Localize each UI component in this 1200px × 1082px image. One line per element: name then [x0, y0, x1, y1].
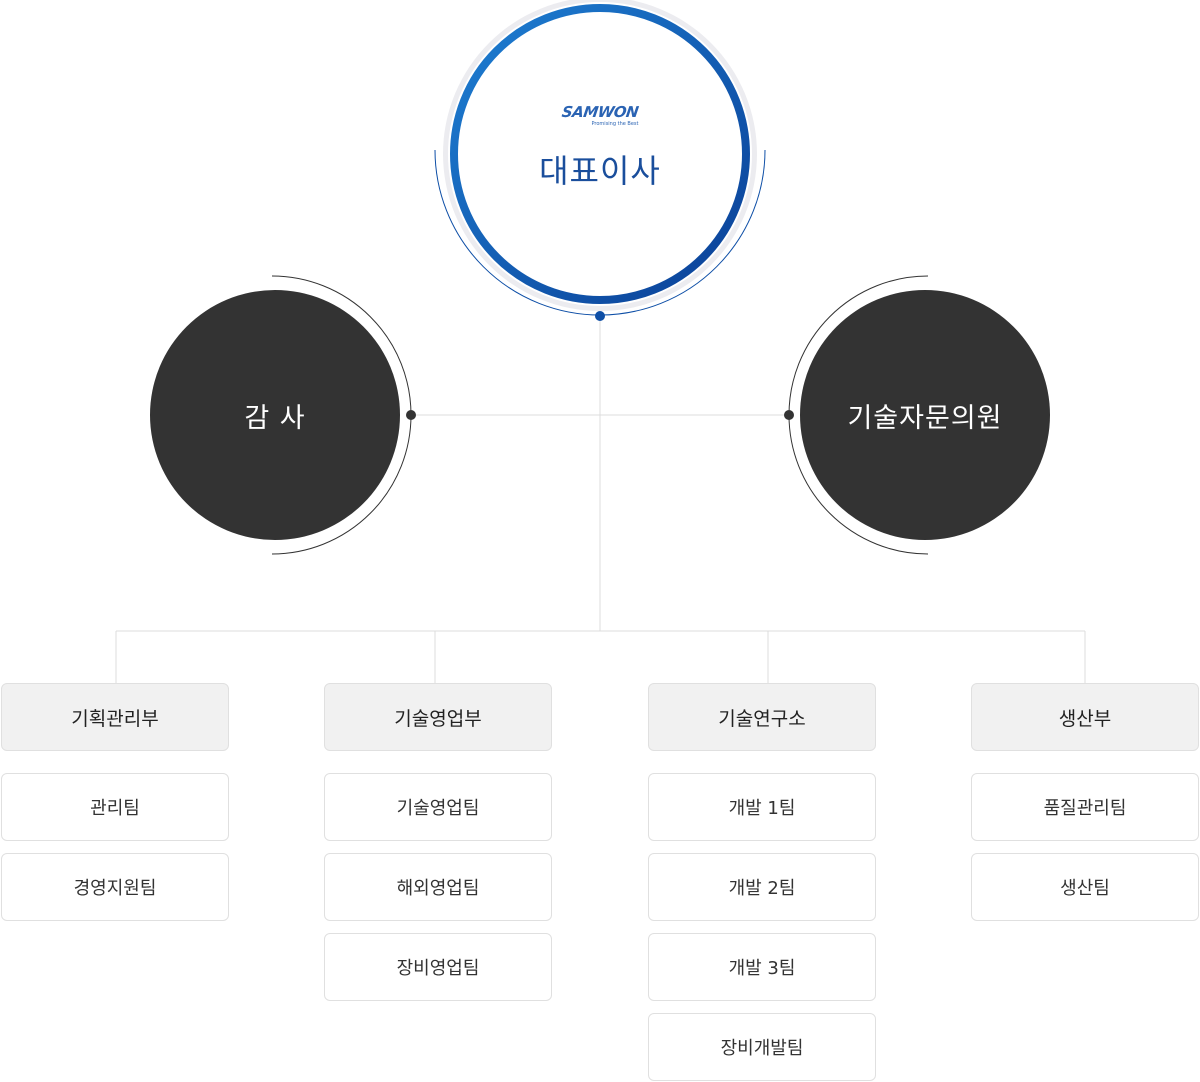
- ceo-ring: [450, 4, 750, 304]
- ceo-node: SAMWON Promising the Best 대표이사: [448, 2, 752, 306]
- advisory-connector-dot: [784, 410, 794, 420]
- team-box: 개발 1팀: [648, 773, 876, 841]
- logo-tagline: Promising the Best: [591, 121, 639, 127]
- audit-node: 감 사: [150, 290, 400, 540]
- advisory-title: 기술자문의원: [847, 402, 1003, 434]
- company-logo: SAMWON Promising the Best: [448, 102, 752, 127]
- team-box: 장비개발팀: [648, 1013, 876, 1081]
- advisory-node: 기술자문의원: [800, 290, 1050, 540]
- team-box: 경영지원팀: [1, 853, 229, 921]
- team-box: 생산팀: [971, 853, 1199, 921]
- team-box: 장비영업팀: [324, 933, 552, 1001]
- team-box: 해외영업팀: [324, 853, 552, 921]
- audit-title: 감 사: [244, 402, 306, 434]
- team-box: 개발 2팀: [648, 853, 876, 921]
- department-production: 생산부: [971, 683, 1199, 751]
- ceo-title: 대표이사: [539, 152, 661, 190]
- department-tech-sales: 기술영업부: [324, 683, 552, 751]
- team-box: 관리팀: [1, 773, 229, 841]
- department-research-lab: 기술연구소: [648, 683, 876, 751]
- department-planning: 기획관리부: [1, 683, 229, 751]
- team-box: 기술영업팀: [324, 773, 552, 841]
- audit-connector-dot: [406, 410, 416, 420]
- logo-text: SAMWON: [560, 103, 640, 121]
- team-box: 개발 3팀: [648, 933, 876, 1001]
- team-box: 품질관리팀: [971, 773, 1199, 841]
- ceo-connector-dot: [595, 311, 605, 321]
